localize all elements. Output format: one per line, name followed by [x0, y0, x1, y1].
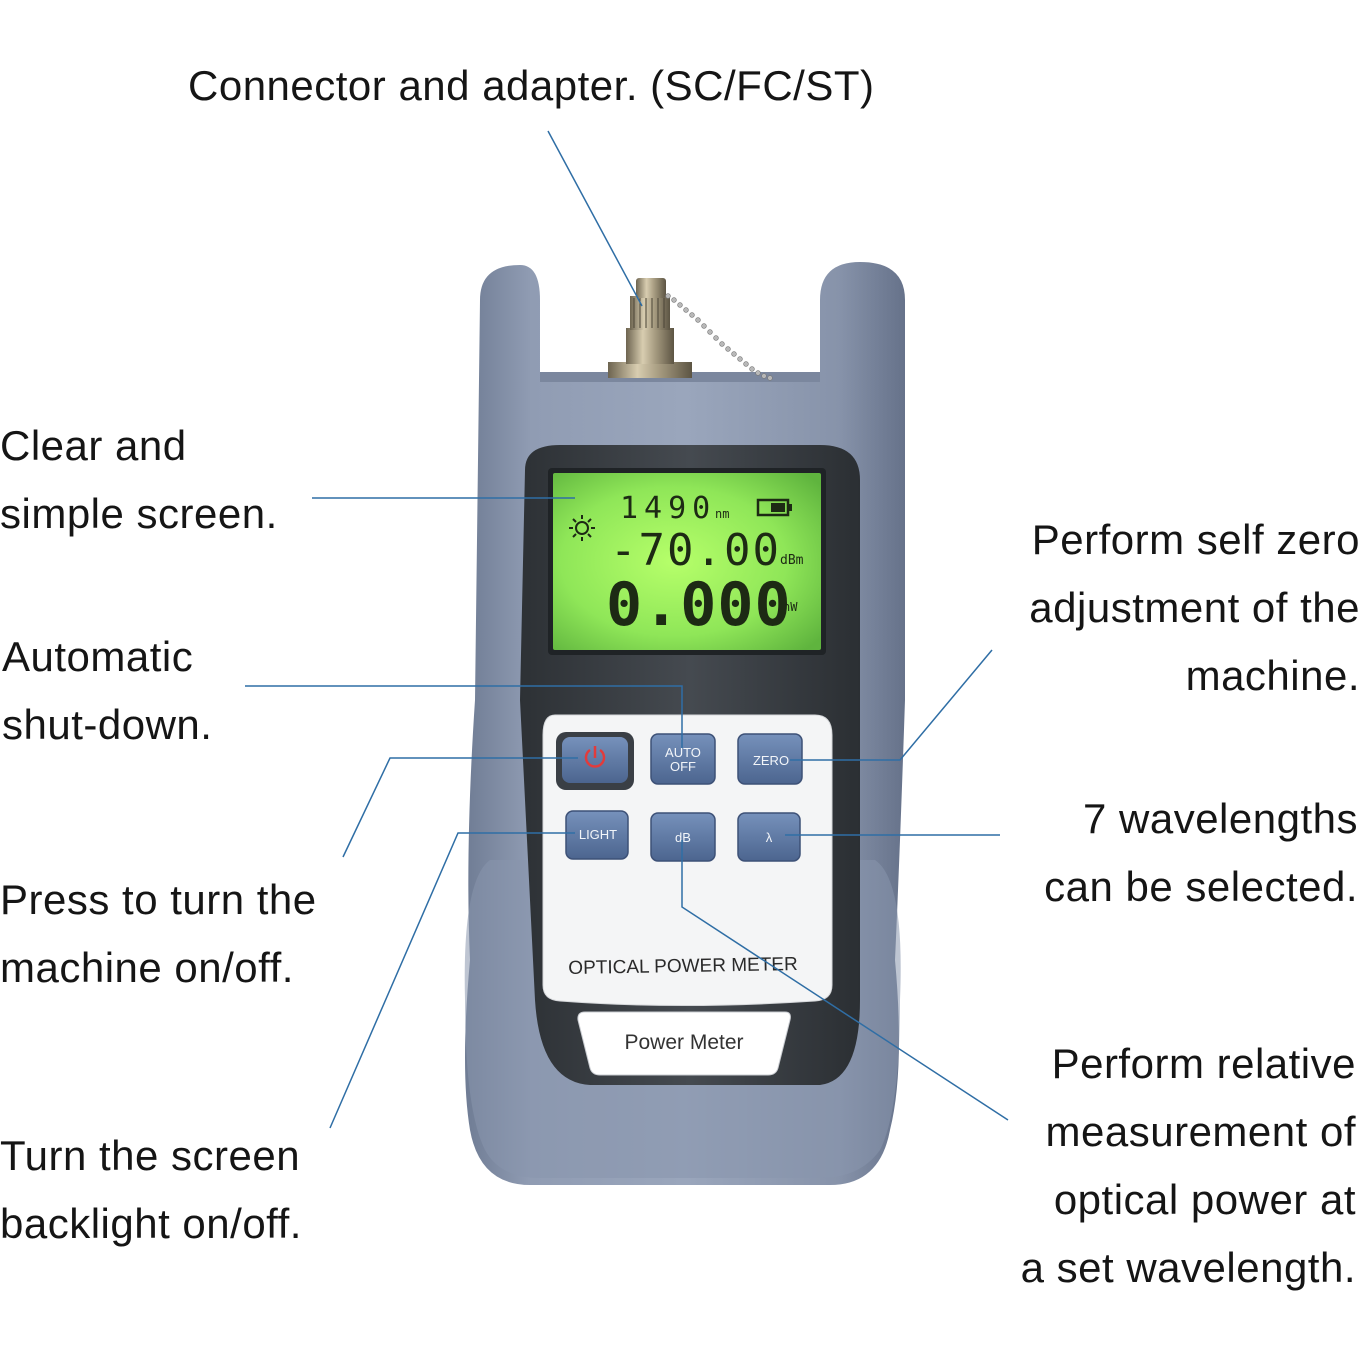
power-icon: [584, 746, 606, 768]
callout-connector: Connector and adapter. (SC/FC/ST): [188, 52, 874, 120]
svg-text:dB: dB: [675, 830, 691, 845]
lcd-readout: 1490 nm -70.00 dBm 0.000 nW: [569, 491, 804, 640]
svg-text:OFF: OFF: [670, 759, 696, 774]
svg-text:LIGHT: LIGHT: [579, 827, 617, 842]
power-button[interactable]: [556, 732, 634, 790]
battery-icon: [756, 498, 792, 517]
callout-power: Press to turn the machine on/off.: [0, 876, 317, 991]
lcd-dbm-value: -70.00: [610, 525, 781, 576]
svg-text:AUTO: AUTO: [665, 745, 701, 760]
lcd-wavelength-unit: nm: [715, 507, 729, 521]
dust-cap-chain: [665, 293, 773, 381]
lcd-nw-value: 0.000: [606, 570, 792, 640]
callout-relative: Perform relative measurement of optical …: [1020, 1040, 1356, 1291]
callout-zero: Perform self zero adjustment of the mach…: [1029, 516, 1360, 699]
callout-light: Turn the screen backlight on/off.: [0, 1132, 302, 1247]
panel-label: OPTICAL POWER METER: [568, 954, 798, 979]
backlight-sun-icon: [569, 515, 595, 541]
callout-wavelength: 7 wavelengths can be selected.: [1044, 795, 1358, 910]
light-button[interactable]: LIGHT: [565, 810, 629, 860]
zero-button[interactable]: ZERO: [737, 733, 803, 785]
auto-off-button[interactable]: AUTO OFF: [650, 733, 716, 785]
db-button[interactable]: dB: [650, 812, 716, 862]
name-plate-text: Power Meter: [624, 1031, 743, 1054]
svg-text:λ: λ: [766, 830, 773, 845]
lcd-dbm-unit: dBm: [780, 553, 804, 568]
svg-text:ZERO: ZERO: [753, 753, 789, 768]
lcd-screen: [553, 473, 821, 650]
callout-connector-line: Connector and adapter. (SC/FC/ST): [188, 62, 875, 109]
wavelength-lambda-button[interactable]: λ: [737, 812, 801, 862]
fiber-connector: [608, 278, 773, 381]
lcd-wavelength: 1490: [620, 491, 716, 526]
lcd-nw-unit: nW: [783, 600, 798, 614]
callout-screen: Clear and simple screen.: [0, 422, 278, 537]
callout-auto-off: Automatic shut-down.: [2, 633, 213, 748]
